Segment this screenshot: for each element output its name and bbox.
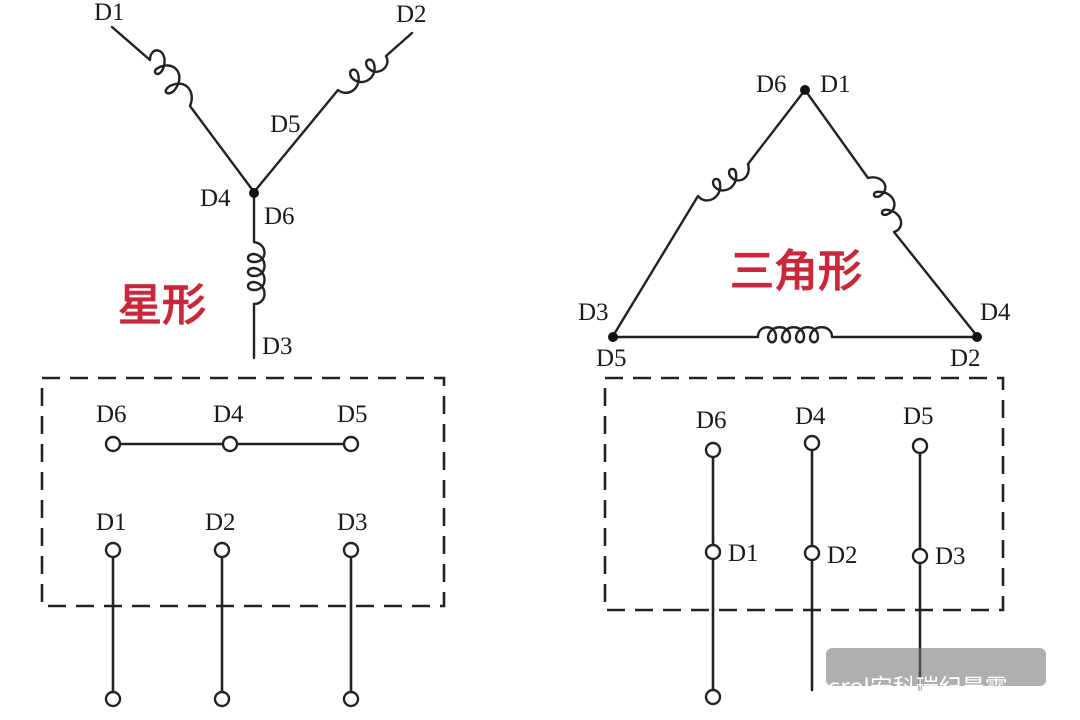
delta-left-node: [608, 332, 618, 342]
star-supply-terminal-1: [104, 690, 122, 708]
delta-label-d1: D1: [820, 71, 851, 98]
star-title: 星形: [118, 280, 206, 331]
star-box-label-d5: D5: [337, 401, 368, 428]
delta-winding-left: [611, 88, 807, 338]
star-box-label-d1: D1: [96, 509, 127, 536]
delta-box-label-d6: D6: [696, 407, 727, 434]
delta-terminal-d2: [803, 544, 821, 562]
delta-winding-right: [803, 88, 979, 338]
delta-apex-node: [800, 85, 810, 95]
delta-label-d2: D2: [950, 345, 981, 372]
watermark-shade: [826, 648, 1046, 686]
star-terminal-d2: [213, 541, 231, 559]
delta-right-node: [972, 332, 982, 342]
star-label-d4: D4: [200, 185, 231, 212]
star-terminal-d5: [342, 435, 360, 453]
delta-box-label-d3: D3: [935, 543, 966, 570]
delta-terminal-d4: [803, 434, 821, 452]
star-terminal-d4: [221, 435, 239, 453]
star-box-label-d2: D2: [205, 509, 236, 536]
delta-terminal-d3: [911, 547, 929, 565]
delta-label-d5: D5: [596, 345, 627, 372]
star-label-d3: D3: [262, 333, 293, 360]
delta-box-label-d5: D5: [903, 403, 934, 430]
delta-label-d3: D3: [578, 299, 609, 326]
star-connection: D1 D2 D5 D4 D6 D3 星形 D6 D4 D5 D1 D2 D3: [40, 0, 446, 708]
delta-winding-bottom: [611, 326, 979, 344]
star-label-d6: D6: [264, 203, 295, 230]
delta-label-d4: D4: [980, 299, 1011, 326]
delta-label-d6: D6: [756, 71, 787, 98]
star-label-d2: D2: [396, 1, 427, 28]
star-winding-d3: [246, 190, 266, 360]
star-terminal-d3: [342, 541, 360, 559]
delta-terminal-d6: [704, 441, 722, 459]
watermark-text: 头条 @Acrel安科瑞纪晨露: [736, 675, 1008, 701]
star-center-node: [249, 188, 259, 198]
delta-box-label-d4: D4: [795, 403, 826, 430]
delta-supply-terminal-1: [704, 688, 722, 706]
star-label-d1: D1: [94, 0, 125, 26]
delta-terminal-box: [603, 376, 1005, 612]
delta-title: 三角形: [730, 246, 862, 297]
star-terminal-d1: [104, 541, 122, 559]
star-terminal-d6: [104, 435, 122, 453]
star-box-label-d6: D6: [96, 401, 127, 428]
star-terminal-box: [40, 376, 446, 608]
delta-terminal-d1: [704, 543, 722, 561]
star-supply-terminal-3: [342, 690, 360, 708]
star-winding-d1: [110, 25, 256, 194]
watermark: 头条 @Acrel安科瑞纪晨露: [736, 648, 1046, 701]
star-box-label-d3: D3: [337, 509, 368, 536]
star-supply-terminal-2: [213, 690, 231, 708]
delta-terminal-d5: [911, 437, 929, 455]
delta-box-label-d2: D2: [827, 542, 858, 569]
delta-box-label-d1: D1: [728, 540, 759, 567]
star-box-label-d4: D4: [213, 401, 244, 428]
star-winding-d2: [252, 31, 414, 194]
star-label-d5: D5: [270, 111, 301, 138]
delta-connection: D6 D1 D3 D5 D4 D2 三角形 D6 D4 D5 D1 D2 D3: [578, 71, 1011, 706]
